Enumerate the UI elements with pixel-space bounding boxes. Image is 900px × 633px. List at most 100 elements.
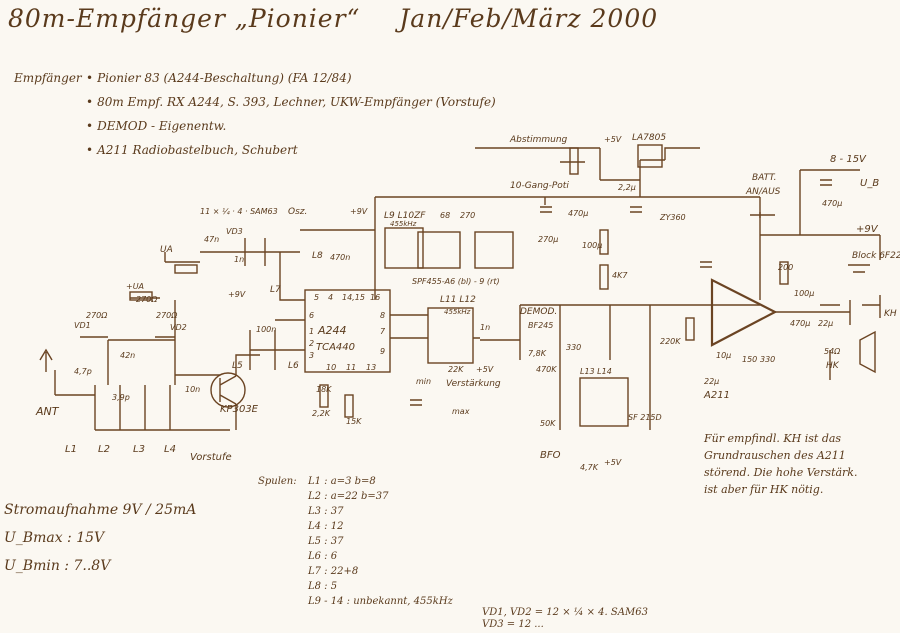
label-pin1: 1 [309,327,314,336]
coil-row: L3 : 37 [308,506,344,517]
label-demod: DEMOD. [520,307,557,317]
label-l11l12: L11 L12 [440,295,476,305]
label-c42n: 42n [120,351,135,360]
coil-l13-l14 [579,377,629,427]
label-c470n: 470n [330,253,350,262]
ic-a211 [710,278,778,347]
label-plus9v-d: +9V [856,224,879,235]
label-r1n: 1n [480,323,490,332]
label-vd-note: 11 × ¼ · 4 · SAM63 [200,207,278,216]
coil-row: L8 : 5 [308,581,338,592]
label-c470u2: 470µ [822,199,842,208]
label-pin2: 2 [309,339,314,348]
label-c22u3: 22µ [704,377,719,386]
filter-spf-b [474,231,514,269]
coil-l11-l12 [427,307,474,364]
label-plus9v-a: +9V [350,207,368,216]
label-verstaerkung: Verstärkung [446,379,501,389]
label-pin16: 16 [370,293,380,302]
label-r270: 270 [460,211,475,220]
label-batt: BATT. [752,173,776,183]
diode-line: VD1, VD2 = 12 × ¼ × 4. SAM63 [482,607,648,618]
label-r18k: 18K [316,385,332,394]
label-c100n: 100n [256,325,276,334]
label-f455a: 455kHz [390,220,417,228]
reference-item: DEMOD - Eigenentw. [86,114,496,138]
label-c10n: 10n [185,385,200,394]
label-r50k: 50K [540,419,556,428]
label-spf: SPF455-A6 (bl) - 9 (rt) [412,277,500,286]
label-c100u: 100µ [794,289,814,298]
ic-a244 [304,289,391,373]
label-r200: 200 [778,263,793,272]
label-pin4: 4 [328,293,333,302]
label-block: Block 6F22 [852,251,900,261]
label-l9l10: L9 L10ZF [384,211,426,221]
label-l5: L5 [232,361,243,371]
label-plus5v-c: +5V [604,458,622,467]
label-plus5v-b: +5V [604,135,622,144]
label-bfo: BFO [540,450,561,461]
label-vorstufe: Vorstufe [190,452,232,463]
label-pin5: 5 [314,293,319,302]
note-line: störend. Die hohe Verstärk. [704,466,858,479]
title-date: Jan/Feb/März 2000 [399,4,659,33]
coil-row: L6 : 6 [308,551,338,562]
note-line: Grundrauschen des A211 [704,449,846,462]
label-c10u: 10µ [716,351,731,360]
power-ub-max: U_Bmax : 15V [4,530,105,546]
label-r100u: 100µ [582,241,602,250]
power-ub-min: U_Bmin : 7..8V [4,558,111,574]
label-r4k7b: 4,7K [580,463,599,472]
reference-label: Empfänger [14,71,82,85]
label-kh: KH [884,309,897,319]
label-r54: 54Ω [824,347,841,356]
reference-item: A211 Radiobastelbuch, Schubert [86,138,496,162]
label-ant: ANT [35,405,60,418]
note-line: Für empfindl. KH ist das [704,432,842,445]
label-r270b: 270Ω [86,311,108,320]
page-title: 80m-Empfänger „Pionier“ Jan/Feb/März 200… [8,4,688,33]
label-c470u: 470µ [568,209,588,218]
label-l2: L2 [98,444,110,455]
label-r220k: 220K [660,337,681,346]
reference-item: Pionier 83 (A244-Beschaltung) (FA 12/84) [86,66,496,90]
label-pin9: 9 [380,347,385,356]
label-poti: 10-Gang-Poti [510,181,569,191]
label-pin11: 11 [346,363,356,372]
label-vd2: VD2 [170,323,187,332]
label-hk: HK [826,361,840,371]
label-r68: 68 [440,211,450,220]
label-c22u: 2,2µ [618,183,636,192]
label-plus5v-a: +5V [476,365,494,374]
noise-note: Für empfindl. KH ist das Grundrauschen d… [704,430,894,498]
label-c150: 150 [742,355,757,364]
label-r22k: 22K [448,365,464,374]
label-r4k7: 4K7 [612,271,628,280]
coil-row: L2 : a=22 b=37 [308,491,389,502]
power-current: Stromaufnahme 9V / 25mA [4,502,197,518]
label-pin7: 7 [380,327,386,336]
label-vd3: VD3 [226,227,243,236]
label-r270c: 270Ω [156,311,178,320]
label-zd: ZY360 [659,213,686,222]
label-l4: L4 [164,444,176,455]
label-vd1: VD1 [74,321,91,330]
coil-row: L1 : a=3 b=8 [308,476,376,487]
label-r15k: 15K [346,417,362,426]
label-l13l14: L13 L14 [580,367,612,376]
ic-la7805 [637,144,663,168]
filter-spf-a [417,231,461,269]
label-c330: 330 [760,355,775,364]
label-c4p7: 4,7p [74,367,92,376]
schematic-labels: ANT L1 L2 L3 L4 Vorstufe KP303E VD1 VD2 … [35,133,900,472]
label-r7k8: 7,8K [528,349,547,358]
label-c47n: 47n [204,235,219,244]
label-ua: UA [160,245,173,255]
label-pin6: 6 [309,311,314,320]
label-bf245: BF245 [528,321,553,330]
label-l1: L1 [65,444,77,455]
label-c470u3: 470µ [790,319,810,328]
